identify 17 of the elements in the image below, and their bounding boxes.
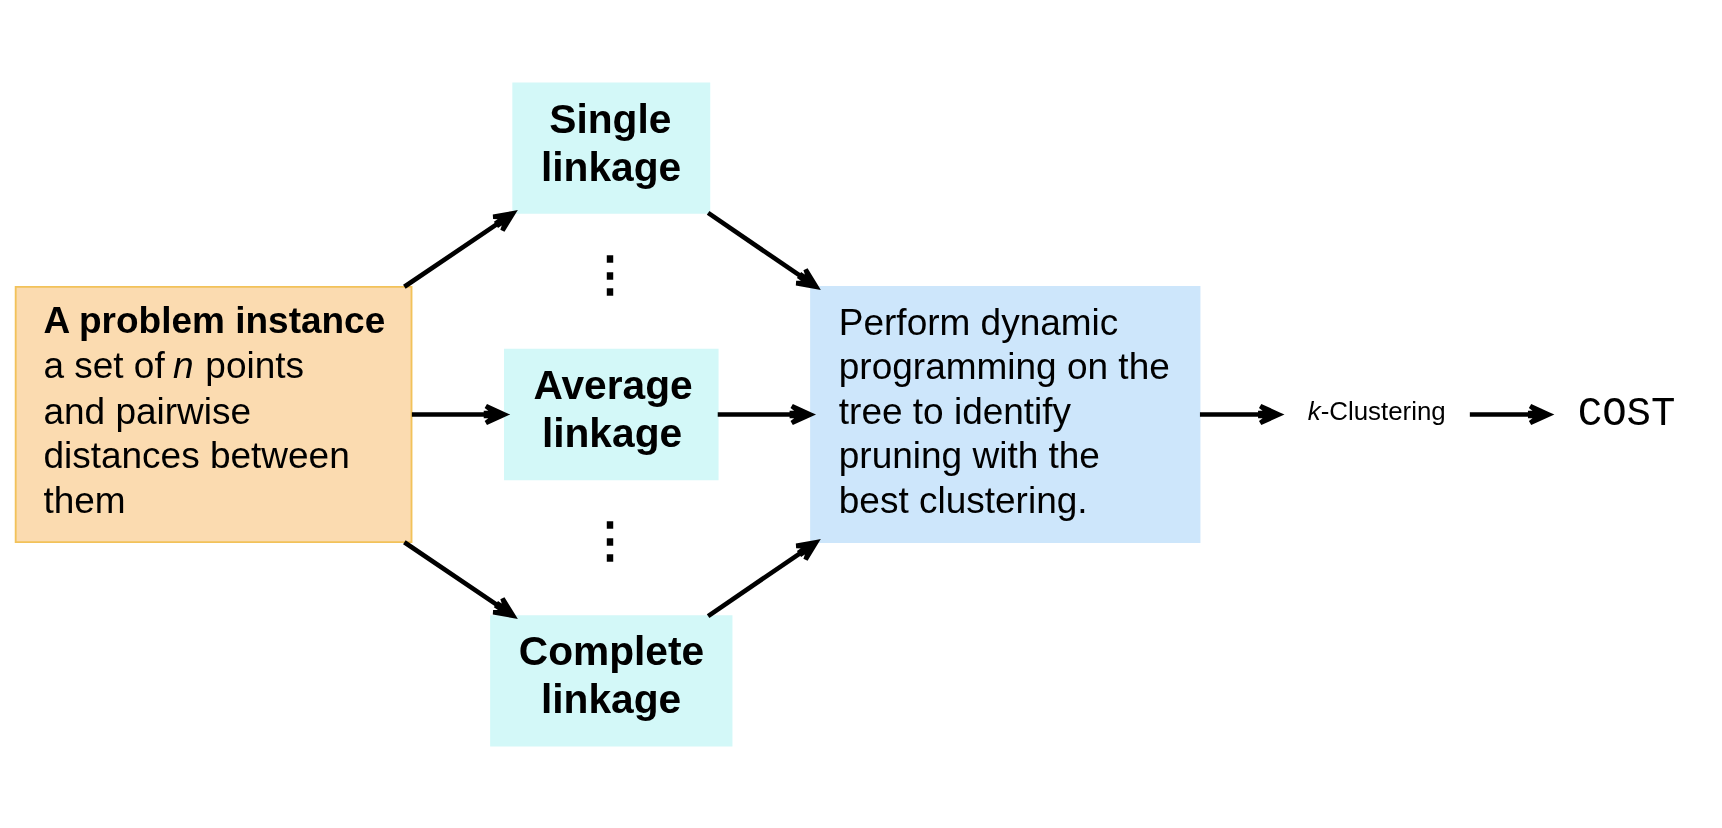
node-box: Single linkage — [512, 81, 711, 214]
node-box: Perform dynamic programming on the tree to identify pruning with the best clustering. — [810, 285, 1201, 543]
arrow — [403, 539, 516, 618]
arrow — [706, 539, 819, 618]
arrow — [1469, 403, 1552, 425]
label: ⋮ — [586, 246, 635, 301]
label: ⋮ — [586, 512, 635, 567]
arrow — [717, 403, 813, 425]
arrow — [1199, 403, 1282, 425]
node-box: A problem instance a set of n points and pairwise distances between them — [14, 285, 413, 543]
node-text: k-Clustering — [1307, 396, 1446, 425]
node-text: COST — [1577, 390, 1676, 437]
arrow — [706, 210, 819, 289]
node-box: Average linkage — [504, 348, 719, 480]
arrow — [403, 210, 516, 289]
arrow — [411, 403, 507, 425]
node-box: Complete linkage — [490, 614, 733, 747]
